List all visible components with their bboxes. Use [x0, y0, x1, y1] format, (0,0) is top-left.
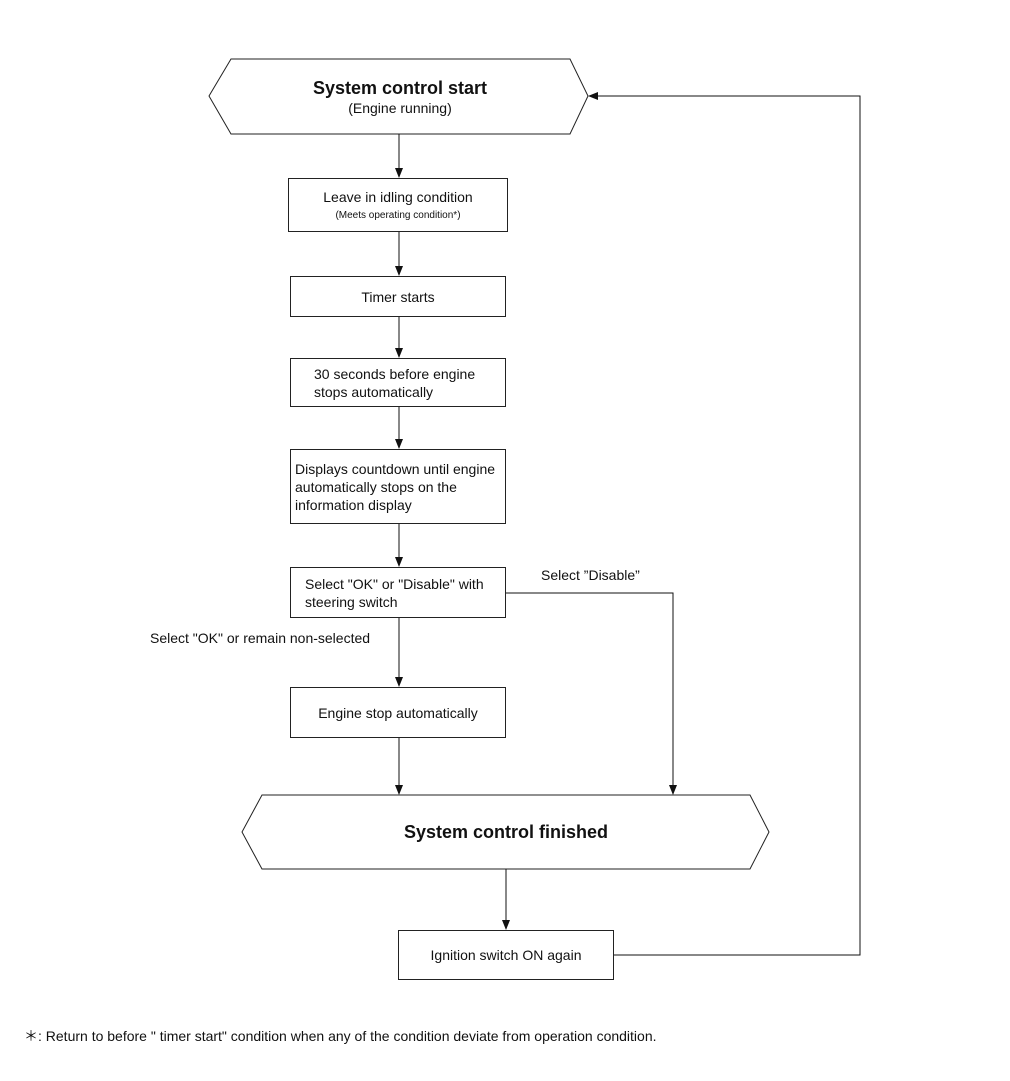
system-control-start: System control start (Engine running) — [230, 59, 570, 134]
label-select-ok: Select "OK" or remain non-selected — [150, 630, 371, 646]
step-ignition-on-text: Ignition switch ON again — [430, 947, 582, 963]
system-control-finished: System control finished — [262, 795, 750, 869]
step-thirty-seconds: 30 seconds before engine stops automatic… — [290, 358, 506, 407]
step-leave-idling: Leave in idling condition (Meets operati… — [288, 178, 508, 232]
step-timer-starts-text: Timer starts — [361, 288, 435, 305]
step-select-option: Select "OK" or "Disable" with steering s… — [290, 567, 506, 618]
finish-terminal-shape — [241, 794, 770, 870]
step-countdown-display-line2: automatically stops on the — [295, 478, 457, 495]
step-thirty-seconds-line2: stops automatically — [314, 383, 434, 400]
arrow-ignition-to-start — [588, 92, 861, 956]
start-terminal-shape — [208, 58, 589, 135]
step-select-option-line1: Select "OK" or "Disable" with — [305, 575, 484, 592]
step-thirty-seconds-line1: 30 seconds before engine — [314, 365, 476, 382]
arrow-disable-to-finish — [505, 592, 677, 795]
finish-title: System control finished — [403, 822, 609, 842]
step-engine-stop-text: Engine stop automatically — [318, 704, 478, 721]
start-title: System control start — [312, 77, 488, 98]
step-countdown-display-line3: information display — [295, 496, 412, 513]
step-ignition-on: Ignition switch ON again — [398, 930, 614, 980]
step-countdown-display-line1: Displays countdown until engine — [295, 460, 496, 477]
step-countdown-display: Displays countdown until engine automati… — [290, 449, 506, 524]
step-timer-starts: Timer starts — [290, 276, 506, 317]
label-select-disable: Select ”Disable” — [541, 567, 640, 583]
footnote: ＊: Return to before " timer start" condi… — [24, 1028, 657, 1044]
step-leave-idling-sub: (Meets operating condition*) — [335, 209, 461, 221]
step-select-option-line2: steering switch — [305, 593, 398, 610]
start-subtitle: (Engine running) — [348, 99, 452, 116]
step-engine-stop: Engine stop automatically — [290, 687, 506, 738]
step-leave-idling-text: Leave in idling condition — [323, 188, 473, 205]
